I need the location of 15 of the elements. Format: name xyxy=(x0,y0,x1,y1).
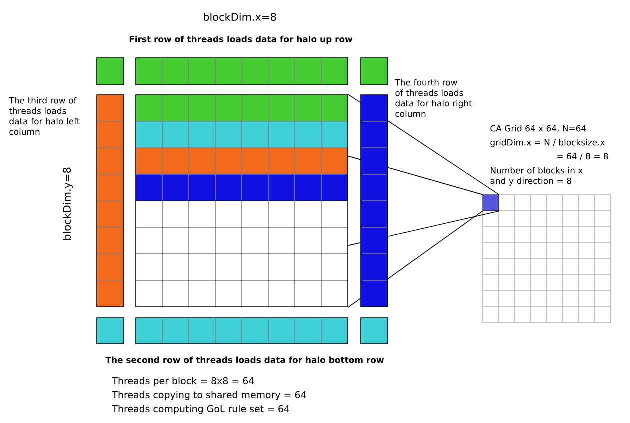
note: Threads per block = 8x8 = 64 xyxy=(112,377,254,386)
dimension-label: blockDim.x=8 xyxy=(204,12,276,22)
heading: First row of threads loads data for halo up row xyxy=(130,36,353,44)
note: gridDim.x = N / blocksize.x xyxy=(490,139,605,148)
heading: The second row of threads loads data for halo bottom row xyxy=(106,356,384,364)
note: The fourth row of threads loads data for halo right column xyxy=(395,79,472,118)
thread-block-grid xyxy=(136,94,348,308)
note: CA Grid 64 x 64, N=64 xyxy=(490,125,586,133)
grid-cell xyxy=(482,194,500,212)
note: Number of blocks in x and y direction = 8 xyxy=(490,167,584,186)
note: Threads copying to shared memory = 64 xyxy=(112,391,306,400)
note: The third row of threads loads data for halo left column xyxy=(9,97,80,136)
note: = 64 / 8 = 8 xyxy=(558,153,608,160)
dimension-label: blockDim.y=8 xyxy=(62,168,74,240)
note: Threads computing GoL rule set = 64 xyxy=(112,405,290,414)
